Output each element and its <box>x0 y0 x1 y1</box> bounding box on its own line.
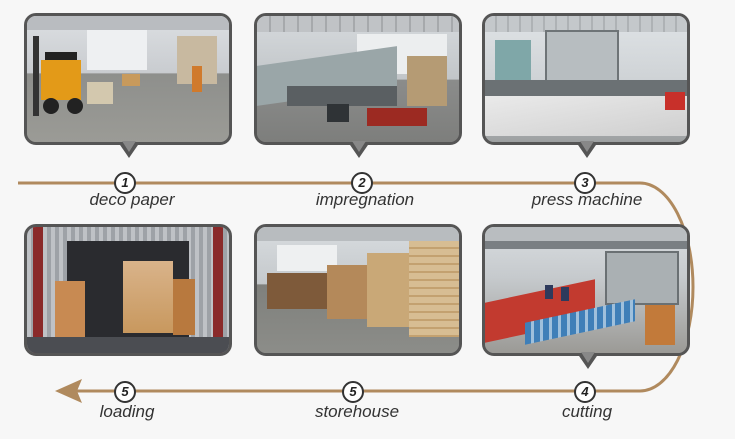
step-label-cutting: cutting <box>561 402 613 421</box>
photo-press-machine <box>482 13 690 158</box>
step-badge: 2 <box>351 172 373 194</box>
step-label-deco-paper: deco paper <box>89 190 175 209</box>
step-badge: 1 <box>114 172 136 194</box>
flow-arrowhead <box>55 379 82 403</box>
photo-pointer <box>576 141 598 158</box>
photo-impregnation <box>254 13 462 158</box>
photo-loading <box>24 224 232 356</box>
step-label-press-machine: press machine <box>531 190 643 209</box>
photo-pointer <box>577 352 599 369</box>
step-label-loading: loading <box>99 402 155 421</box>
photo-pointer <box>348 141 370 158</box>
step-badge: 3 <box>574 172 596 194</box>
step-badge: 4 <box>574 381 596 403</box>
step-label-storehouse: storehouse <box>314 402 400 421</box>
photo-cutting <box>482 224 690 369</box>
photo-pointer <box>118 141 140 158</box>
photo-deco-paper <box>24 13 232 158</box>
step-badge: 5 <box>114 381 136 403</box>
step-label-impregnation: impregnation <box>315 190 415 209</box>
photo-storehouse <box>254 224 462 356</box>
step-badge: 5 <box>342 381 364 403</box>
